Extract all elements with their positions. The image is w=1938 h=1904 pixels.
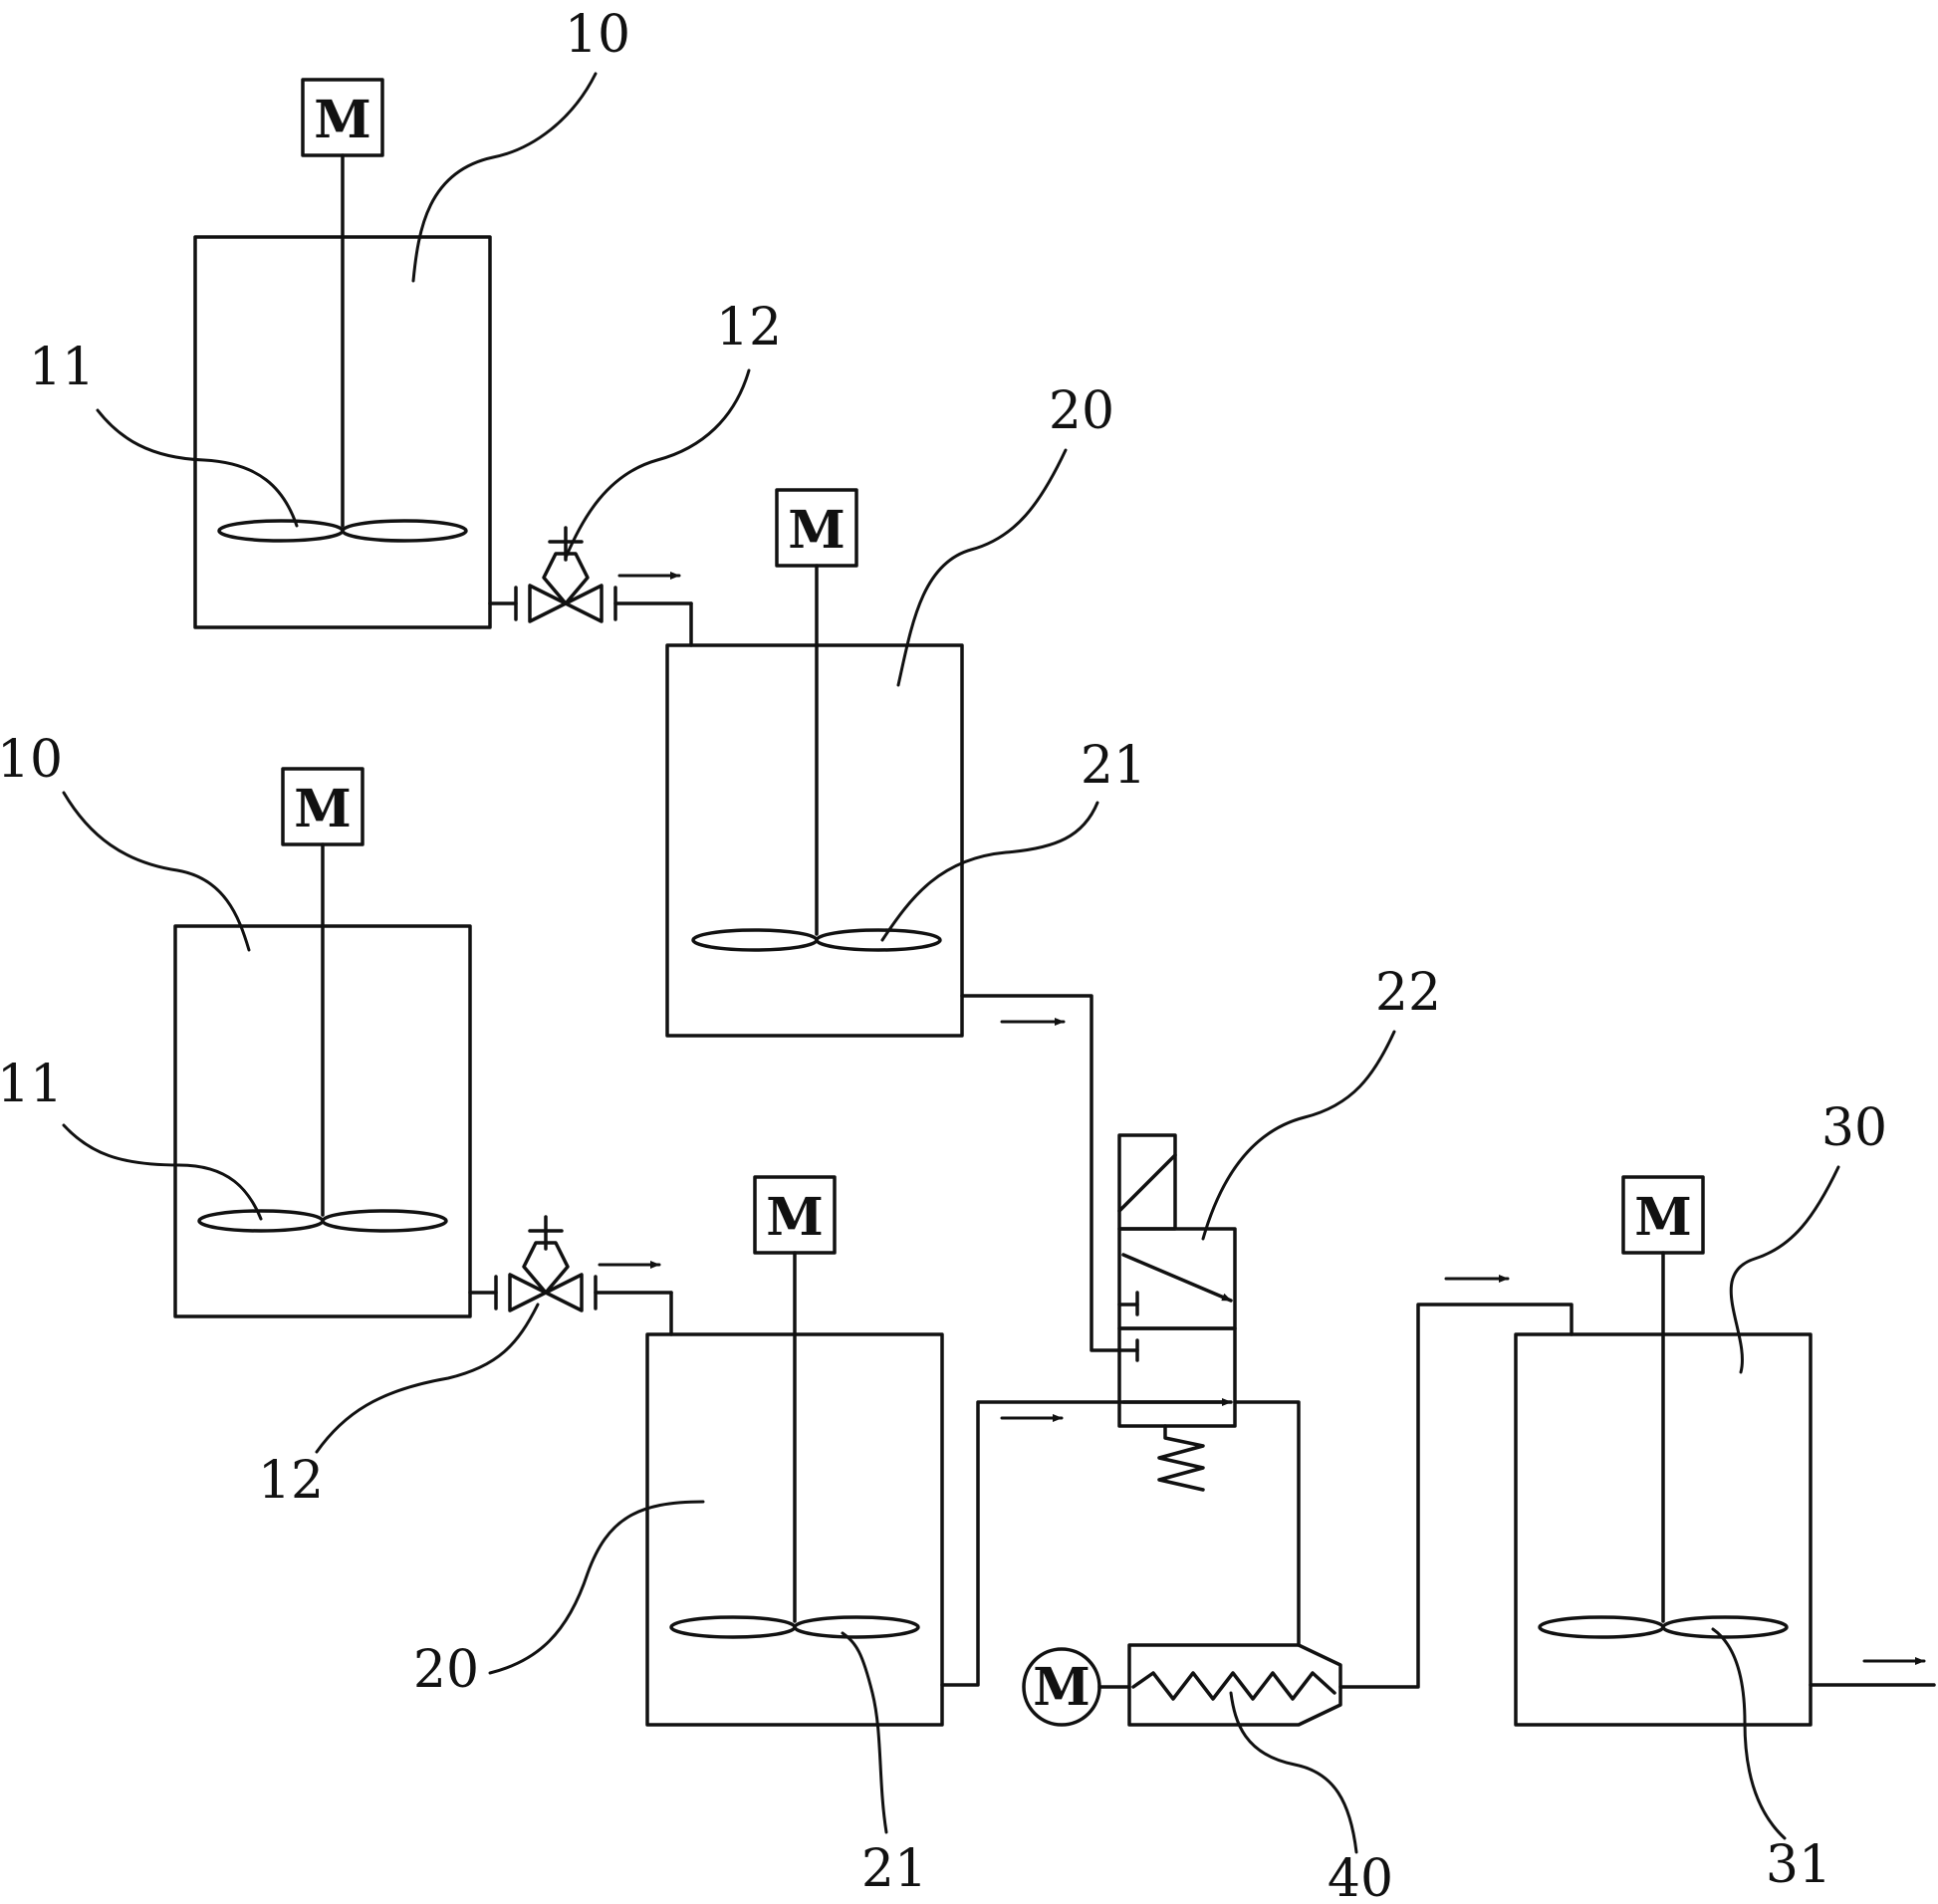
label-tank-10-lower: 10 [0, 730, 63, 790]
screw-conveyor-40: M [1022, 1643, 1342, 1727]
label-impeller-11-lower: 11 [0, 1055, 63, 1114]
motor-label: M [1634, 1187, 1692, 1248]
impeller-21-upper [691, 928, 942, 952]
label-valve-22: 22 [1375, 963, 1441, 1023]
motor-label: M [314, 90, 371, 150]
motor-label: M [788, 500, 846, 561]
leader-tank-20-upper [896, 448, 1068, 687]
pipe-valve22-to-screw [1233, 1400, 1301, 1647]
leader-impeller-31 [1711, 1627, 1787, 1840]
label-impeller-31: 31 [1766, 1835, 1831, 1895]
leader-valve-22 [1201, 1030, 1396, 1241]
tank-10-lower: M [173, 767, 472, 1318]
leader-valve-12-upper [564, 368, 751, 560]
tank-20-upper: M [665, 488, 964, 1038]
label-tank-20-lower: 20 [413, 1640, 479, 1700]
valve-12-upper [488, 526, 693, 647]
leader-tank-30 [1729, 1165, 1840, 1374]
leader-impeller-11-lower [62, 1123, 263, 1221]
leader-valve-12-lower [315, 1303, 540, 1454]
label-valve-12-upper: 12 [716, 298, 782, 357]
pipe-tank20-lower-to-valve22 [940, 1400, 1225, 1687]
motor-box: M [301, 78, 384, 157]
motor-label: M [294, 779, 352, 839]
pipe-screw-to-tank30 [1338, 1303, 1574, 1689]
motor-box: M [753, 1175, 837, 1255]
motor-label: M [1033, 1657, 1090, 1718]
valve-12-lower [468, 1215, 673, 1336]
tank-20-lower: M [645, 1175, 944, 1727]
leader-impeller-21-lower [841, 1631, 888, 1834]
impeller-21-lower [669, 1615, 920, 1639]
spring-icon [1157, 1424, 1205, 1492]
tank-30: M [1514, 1175, 1813, 1727]
leader-tank-10-upper [411, 72, 598, 283]
label-impeller-11-upper: 11 [29, 338, 95, 397]
directional-valve-22 [1117, 1133, 1237, 1492]
motor-box: M [775, 488, 858, 568]
label-valve-12-lower: 12 [258, 1451, 324, 1511]
leader-impeller-21-upper [880, 801, 1099, 942]
impeller-31 [1538, 1615, 1789, 1639]
label-tank-30: 30 [1821, 1098, 1887, 1158]
impeller-11-lower [197, 1209, 448, 1233]
motor-box: M [1621, 1175, 1705, 1255]
label-tank-20-upper: 20 [1049, 381, 1114, 441]
pipe-tank20-upper-to-valve22 [960, 994, 1121, 1352]
motor-label: M [766, 1187, 824, 1248]
leader-tank-10-lower [62, 791, 251, 952]
label-impeller-21-lower: 21 [861, 1839, 927, 1899]
motor-circle: M [1022, 1647, 1101, 1727]
leader-tank-20-lower [488, 1500, 705, 1675]
impeller-11-upper [217, 519, 468, 543]
label-impeller-21-upper: 21 [1081, 736, 1146, 796]
leader-impeller-11-upper [96, 408, 299, 528]
motor-box: M [281, 767, 364, 846]
leader-screw-40 [1229, 1691, 1358, 1854]
tank-10-upper: M [193, 78, 492, 629]
label-tank-10-upper: 10 [565, 5, 630, 65]
label-screw-40: 40 [1328, 1849, 1393, 1904]
